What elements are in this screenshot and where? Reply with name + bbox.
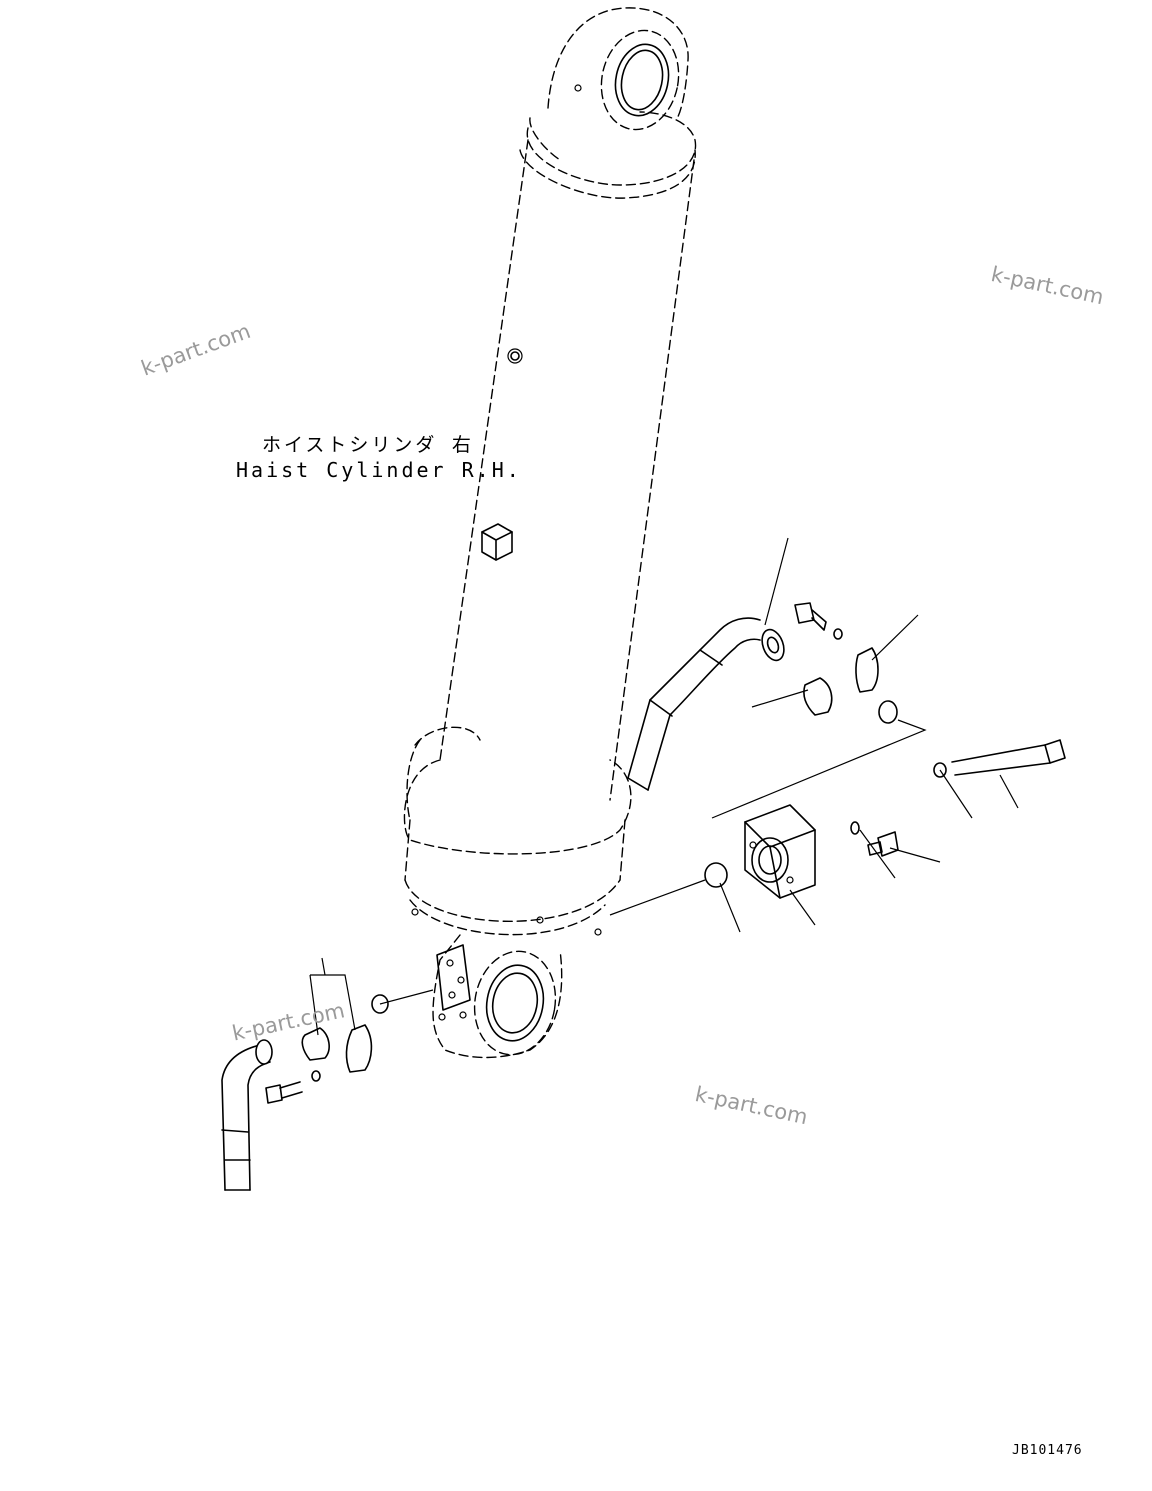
drawing-code: JB101476 (1012, 1443, 1083, 1458)
upper-hose (627, 617, 785, 791)
upper-split-flanges (803, 647, 898, 724)
title-japanese: ホイストシリンダ 右 (262, 434, 474, 456)
connector-block (744, 804, 816, 899)
hoist-cylinder (403, 7, 697, 1059)
block-bolt (933, 739, 1066, 778)
lower-split-flanges (301, 994, 389, 1073)
lower-hose (221, 1039, 273, 1191)
block-o-ring (704, 862, 728, 888)
lower-hose-bolt (265, 1070, 321, 1104)
title-english: Haist Cylinder R.H. (236, 458, 522, 482)
block-plug (850, 821, 899, 857)
upper-hose-bolt (794, 602, 843, 640)
leader-lines (309, 537, 1019, 1036)
